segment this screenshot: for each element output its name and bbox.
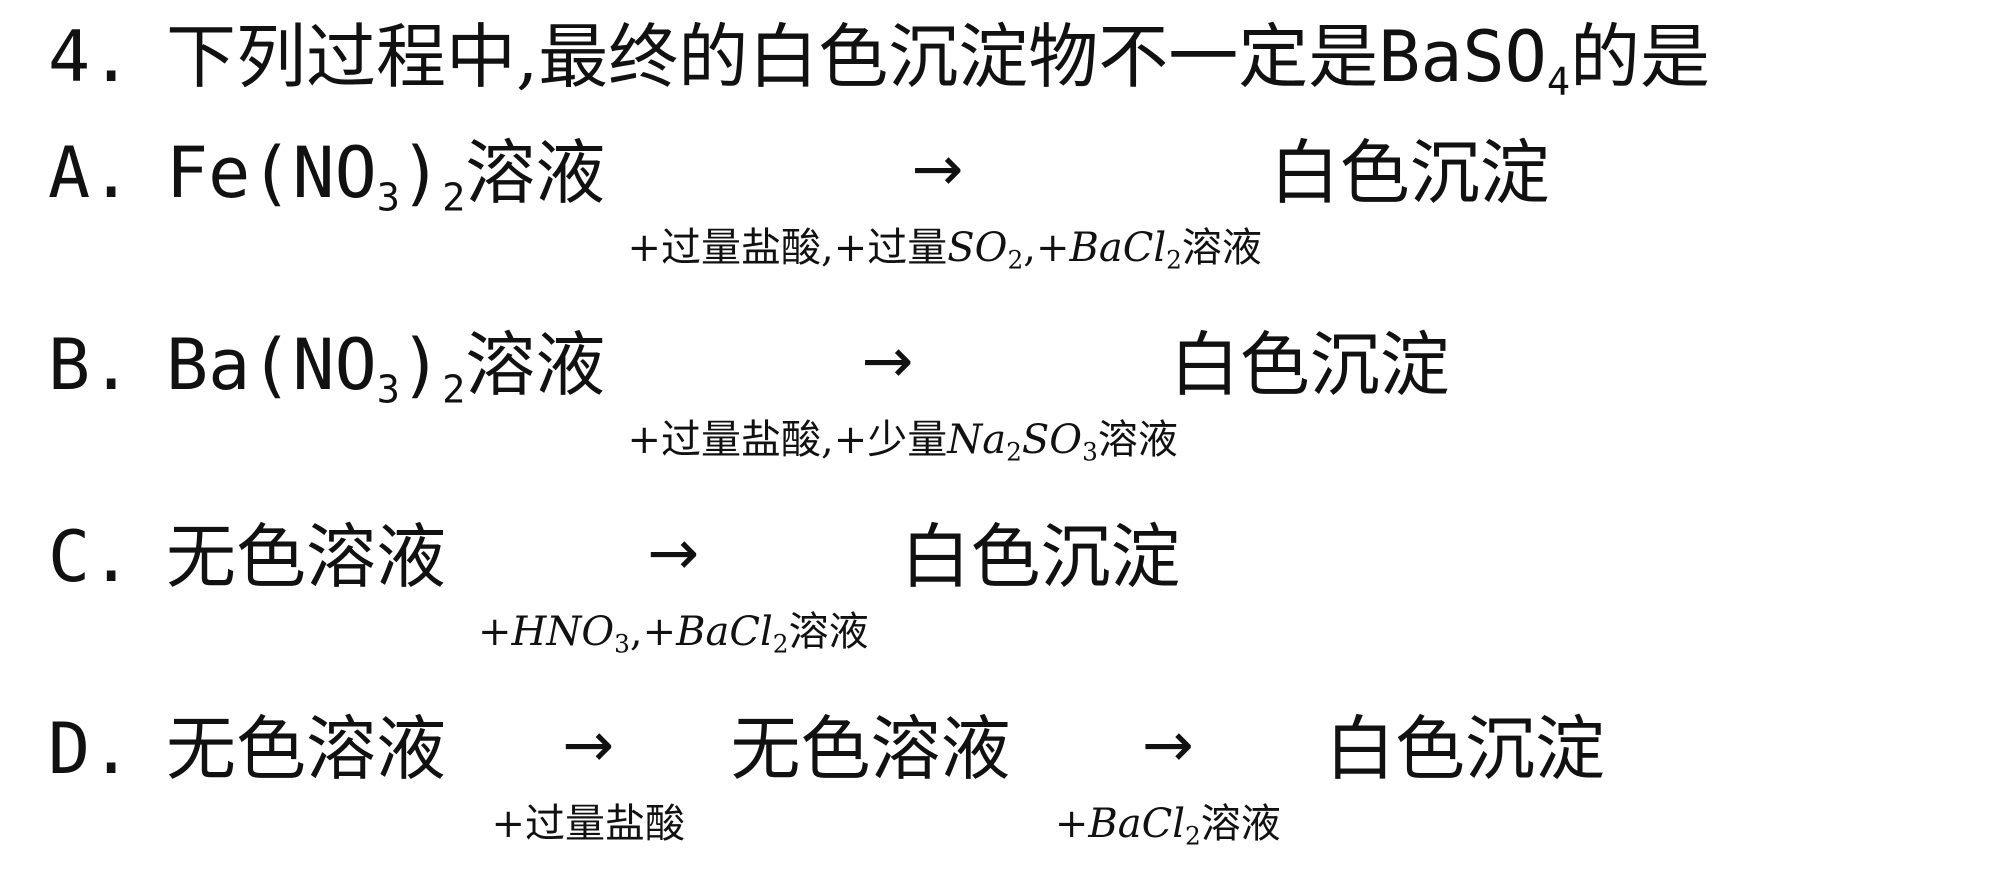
question-stem: 4.下列过程中,最终的白色沉淀物不一定是BaSO4的是 — [48, 22, 1710, 102]
arrow-icon: → — [861, 324, 914, 397]
option-d-reaction-arrow-1: → +过量盐酸 — [468, 708, 708, 847]
question-number: 4. — [48, 16, 133, 98]
option-b-end: 白色沉淀 — [1169, 324, 1450, 406]
arrow-icon: → — [1141, 708, 1194, 781]
option-b-reagent: +过量盐酸,+少量Na2SO3溶液 — [627, 417, 1178, 467]
arrow-icon: → — [562, 708, 615, 781]
option-a-start-word: 溶液 — [465, 132, 606, 214]
option-c: C.无色溶液 → +HNO3,+BaCl2溶液 白色沉淀 — [48, 522, 1181, 657]
option-c-reaction-arrow: → +HNO3,+BaCl2溶液 — [468, 522, 878, 657]
stem-formula-subscript: 4 — [1546, 59, 1571, 105]
option-b-start-word: 溶液 — [465, 324, 606, 406]
arrow-icon: → — [911, 132, 964, 205]
option-d: D.无色溶液 → +过量盐酸 无色溶液 → +BaCl2溶液 白色沉淀 — [48, 714, 1605, 849]
stem-formula: BaSO — [1378, 16, 1547, 98]
option-a-reagent: +过量盐酸,+过量SO2,+BaCl2溶液 — [627, 225, 1262, 275]
option-d-reagent-1: +过量盐酸 — [491, 801, 686, 847]
option-d-start-word: 无色溶液 — [166, 708, 446, 790]
option-a-close: ) — [399, 132, 443, 214]
option-b-close: ) — [399, 324, 443, 406]
option-a-sub2: 2 — [442, 175, 466, 221]
stem-text: 下列过程中,最终的白色沉淀物不一定是 — [166, 16, 1379, 98]
option-a-reaction-arrow: → +过量盐酸,+过量SO2,+BaCl2溶液 — [627, 132, 1262, 275]
option-b-label: B. — [48, 324, 133, 406]
option-a-label: A. — [48, 132, 133, 214]
option-a: A.Fe(NO3)2溶液 → +过量盐酸,+过量SO2,+BaCl2溶液 白色沉… — [48, 138, 1550, 273]
option-a-sub1: 3 — [376, 175, 400, 221]
option-c-start-word: 无色溶液 — [166, 516, 446, 598]
option-b-reaction-arrow: → +过量盐酸,+少量Na2SO3溶液 — [627, 324, 1178, 467]
option-a-end: 白色沉淀 — [1269, 132, 1550, 214]
option-d-middle: 无色溶液 — [730, 708, 1011, 790]
arrow-icon: → — [647, 516, 700, 589]
option-c-end: 白色沉淀 — [900, 516, 1181, 598]
option-b: B.Ba(NO3)2溶液 → +过量盐酸,+少量Na2SO3溶液 白色沉淀 — [48, 330, 1450, 465]
option-c-label: C. — [48, 516, 133, 598]
option-d-reaction-arrow-2: → +BaCl2溶液 — [1033, 714, 1303, 849]
option-d-reagent-2: +BaCl2溶液 — [1054, 801, 1281, 851]
option-c-reagent: +HNO3,+BaCl2溶液 — [477, 609, 869, 659]
option-d-end: 白色沉淀 — [1325, 708, 1606, 790]
option-d-label: D. — [48, 708, 133, 790]
option-b-sub1: 3 — [376, 367, 400, 413]
option-b-sub2: 2 — [442, 367, 466, 413]
stem-text-end: 的是 — [1570, 16, 1711, 98]
option-b-start-formula: Ba(NO — [166, 324, 377, 406]
option-a-start-formula: Fe(NO — [166, 132, 377, 214]
